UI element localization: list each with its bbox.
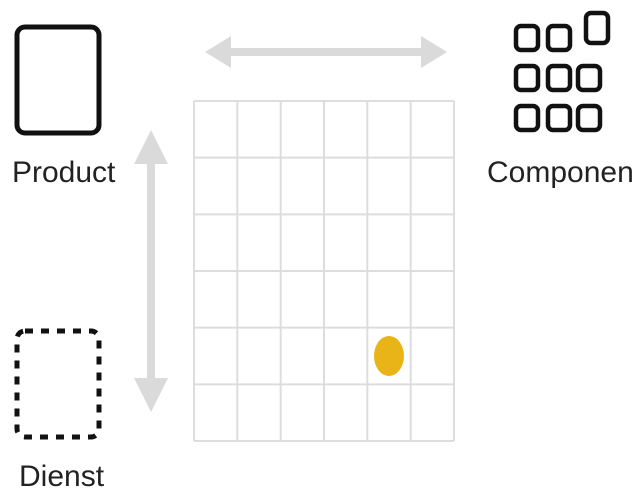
horizontal-double-arrow	[205, 36, 447, 68]
position-marker	[374, 336, 404, 376]
dashed-square-icon	[14, 328, 102, 440]
product-icon	[14, 24, 102, 136]
product-label: Product	[12, 156, 116, 189]
matrix-grid	[193, 100, 455, 442]
service-label: Dienst	[19, 460, 105, 493]
component-grid-icon	[513, 10, 611, 133]
component-label: Component	[487, 156, 633, 189]
vertical-double-arrow	[134, 130, 168, 412]
